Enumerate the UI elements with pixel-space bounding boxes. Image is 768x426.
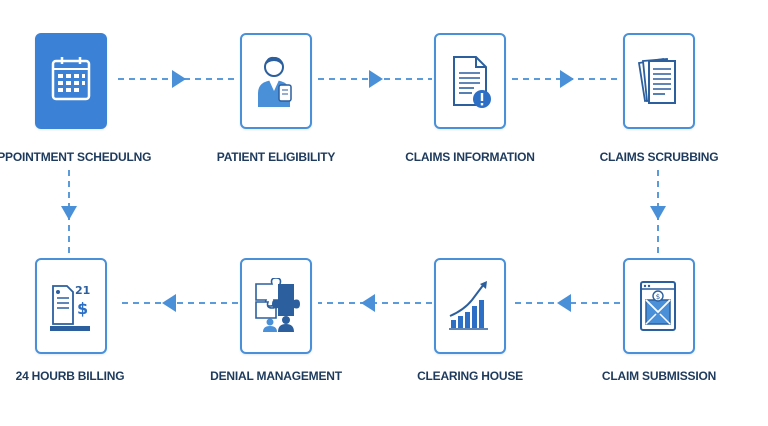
calendar-icon bbox=[51, 57, 91, 101]
arrow-head-4-5 bbox=[650, 206, 666, 220]
billing-document-icon: 21 $ bbox=[50, 284, 90, 331]
step-label-clearing-house: CLEARING HOUSE bbox=[417, 369, 523, 383]
step-label-24-hour-billing: 24 HOURB BILLING bbox=[15, 369, 125, 383]
arrow-head-2-3 bbox=[369, 70, 383, 88]
arrow-head-5-6 bbox=[557, 294, 571, 312]
step-label-claims-information: CLAIMS INFORMATION bbox=[405, 150, 535, 164]
step-label-claim-submission: CLAIM SUBMISSION bbox=[601, 369, 717, 383]
step-claims-scrubbing bbox=[623, 33, 695, 129]
step-clearing-house bbox=[434, 258, 506, 354]
step-patient-eligibility bbox=[240, 33, 312, 129]
arrow-head-6-7 bbox=[361, 294, 375, 312]
arrow-head-3-4 bbox=[560, 70, 574, 88]
svg-text:$: $ bbox=[77, 299, 88, 318]
step-label-claims-scrubbing: CLAIMS SCRUBBING bbox=[599, 150, 719, 164]
step-24-hour-billing: 21 $ bbox=[35, 258, 107, 354]
svg-text:21: 21 bbox=[75, 284, 90, 297]
document-alert-icon bbox=[453, 56, 491, 108]
arrow-head-1-8 bbox=[61, 206, 77, 220]
svg-text:$: $ bbox=[656, 293, 660, 301]
step-label-patient-eligibility: PATIENT ELIGIBILITY bbox=[216, 150, 336, 164]
step-claim-submission: $ bbox=[623, 258, 695, 354]
puzzle-icon bbox=[255, 278, 300, 332]
arrow-head-1-2 bbox=[172, 70, 186, 88]
arrow-head-7-8 bbox=[162, 294, 176, 312]
step-claims-information bbox=[434, 33, 506, 129]
step-denial-management bbox=[240, 258, 312, 354]
person-icon bbox=[258, 56, 292, 107]
document-stack-icon bbox=[637, 57, 676, 104]
growth-chart-icon bbox=[449, 281, 488, 330]
envelope-form-icon: $ bbox=[640, 281, 676, 331]
step-appointment-scheduling bbox=[35, 33, 107, 129]
step-label-denial-management: DENIAL MANAGEMENT bbox=[210, 369, 342, 383]
step-label-appointment-scheduling: APPOINTMENT SCHEDULNG bbox=[0, 150, 152, 164]
